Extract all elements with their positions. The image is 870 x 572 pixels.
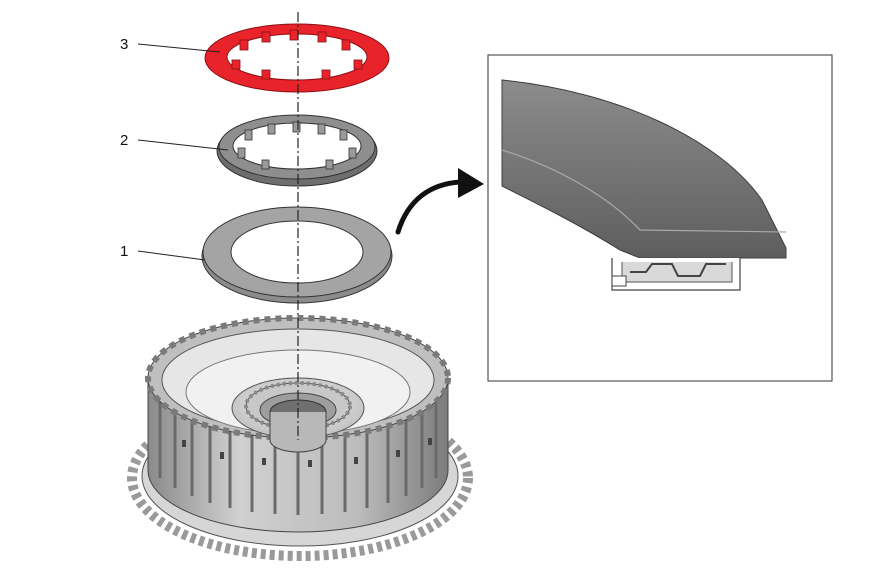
callout-number: 2 xyxy=(120,132,128,149)
leader-lines xyxy=(137,43,229,261)
callout-number: 3 xyxy=(120,36,128,53)
clip-profile-detail xyxy=(611,258,741,291)
retainer-ring-part xyxy=(216,114,378,187)
flat-washer-part xyxy=(201,206,393,304)
callout-number: 1 xyxy=(120,243,128,260)
curved-arrow-icon xyxy=(395,168,484,235)
detail-inset-panel xyxy=(487,54,833,382)
clutch-drum-assembly xyxy=(127,315,473,561)
ring-profile-section xyxy=(501,79,787,259)
spring-ring-part xyxy=(204,23,390,93)
